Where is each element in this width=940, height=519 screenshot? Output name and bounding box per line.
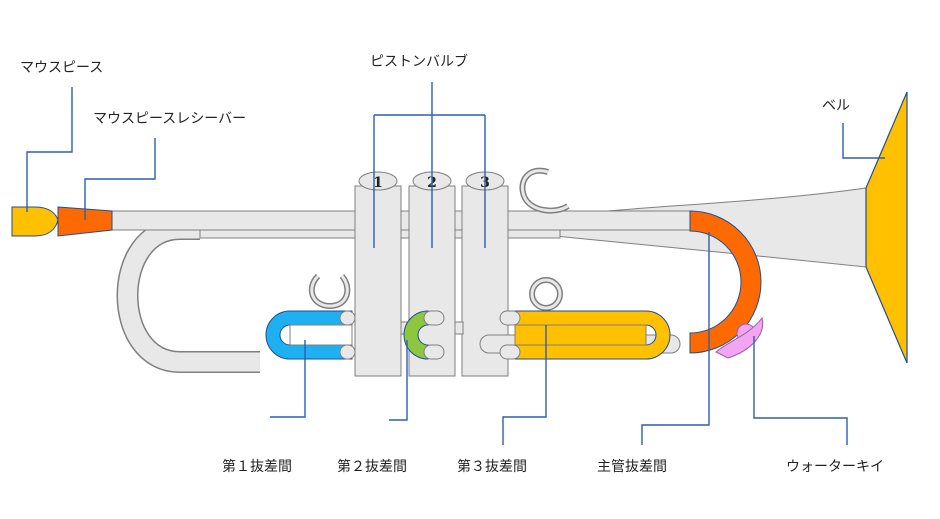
label-receiver: マウスピースレシーバー bbox=[93, 111, 247, 127]
lead-pipe bbox=[111, 210, 693, 231]
leader-slide1 bbox=[270, 340, 306, 418]
leader-bell bbox=[842, 123, 885, 159]
valve-number-1: 1 bbox=[373, 175, 383, 191]
mouthpiece bbox=[11, 206, 59, 237]
water-key-lever bbox=[715, 316, 764, 359]
slide-3 bbox=[514, 310, 671, 360]
label-slide2: 第２抜差間 bbox=[337, 459, 407, 475]
receiver bbox=[57, 206, 113, 237]
leader-lines bbox=[26, 82, 885, 445]
leader-mouthpiece bbox=[26, 87, 73, 212]
leader-receiver bbox=[84, 138, 156, 220]
label-main-slide: 主管抜差間 bbox=[597, 459, 667, 475]
main-slide bbox=[689, 210, 762, 354]
leader-water-key bbox=[753, 336, 848, 445]
label-mouthpiece: マウスピース bbox=[20, 60, 104, 76]
valve-cap-1[interactable] bbox=[358, 171, 398, 191]
leader-slide2 bbox=[389, 340, 408, 421]
bell bbox=[865, 91, 908, 364]
slide-2 bbox=[403, 310, 429, 360]
slide-1 bbox=[265, 310, 353, 360]
label-slide1: 第１抜差間 bbox=[222, 459, 292, 475]
label-slide3: 第３抜差間 bbox=[457, 459, 527, 475]
label-bell: ベル bbox=[822, 98, 850, 114]
valve-casing-1 bbox=[354, 185, 402, 377]
leader-slide3 bbox=[502, 325, 547, 445]
leader-main-slide bbox=[641, 232, 710, 445]
label-valves: ピストンバルブ bbox=[370, 54, 468, 70]
label-water-key: ウォーターキイ bbox=[786, 459, 884, 475]
